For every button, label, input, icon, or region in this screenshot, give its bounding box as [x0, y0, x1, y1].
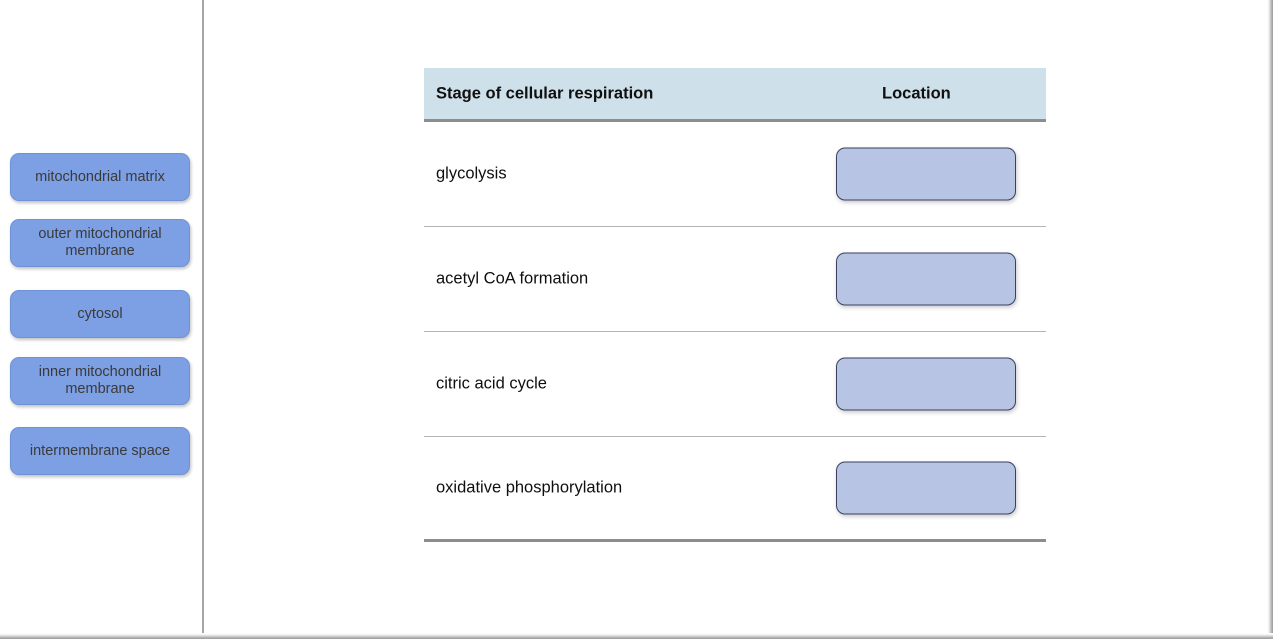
window-frame-right-edge — [1267, 0, 1273, 639]
draggable-tile-mitochondrial-matrix[interactable]: mitochondrial matrix — [10, 153, 190, 201]
tile-label: intermembrane space — [29, 442, 171, 459]
column-header-stage: Stage of cellular respiration — [436, 84, 654, 102]
drop-zone-citric-acid-cycle[interactable] — [836, 357, 1016, 411]
table-row: acetyl CoA formation — [424, 227, 1046, 332]
panel-divider — [202, 0, 204, 633]
tile-label: inner mitochondrial membrane — [38, 364, 162, 397]
stage-label-glycolysis: glycolysis — [436, 164, 507, 183]
column-header-location: Location — [882, 84, 951, 102]
cellular-respiration-table: Stage of cellular respiration Location g… — [424, 68, 1046, 542]
drop-zone-oxidative-phosphorylation[interactable] — [836, 461, 1016, 515]
draggable-tile-outer-mitochondrial-membrane[interactable]: outer mitochondrial membrane — [10, 219, 190, 267]
tile-label: mitochondrial matrix — [35, 168, 165, 185]
table-header-row: Stage of cellular respiration Location — [424, 68, 1046, 122]
tile-bank-panel: mitochondrial matrix outer mitochondrial… — [0, 0, 202, 633]
draggable-tile-intermembrane-space[interactable]: intermembrane space — [10, 427, 190, 475]
stage-label-citric-acid-cycle: citric acid cycle — [436, 374, 547, 393]
drop-zone-glycolysis[interactable] — [836, 147, 1016, 201]
drop-zone-acetyl-coa-formation[interactable] — [836, 252, 1016, 306]
tile-label: outer mitochondrial membrane — [38, 226, 162, 259]
table-row: citric acid cycle — [424, 332, 1046, 437]
stage-label-oxidative-phosphorylation: oxidative phosphorylation — [436, 478, 623, 497]
window-frame-bottom-edge — [0, 633, 1273, 639]
content-area: Stage of cellular respiration Location g… — [204, 0, 1267, 633]
draggable-tile-cytosol[interactable]: cytosol — [10, 290, 190, 338]
tile-label: cytosol — [77, 305, 123, 322]
table-row: glycolysis — [424, 122, 1046, 227]
stage-label-acetyl-coa-formation: acetyl CoA formation — [436, 269, 589, 288]
draggable-tile-inner-mitochondrial-membrane[interactable]: inner mitochondrial membrane — [10, 357, 190, 405]
table-row: oxidative phosphorylation — [424, 437, 1046, 542]
